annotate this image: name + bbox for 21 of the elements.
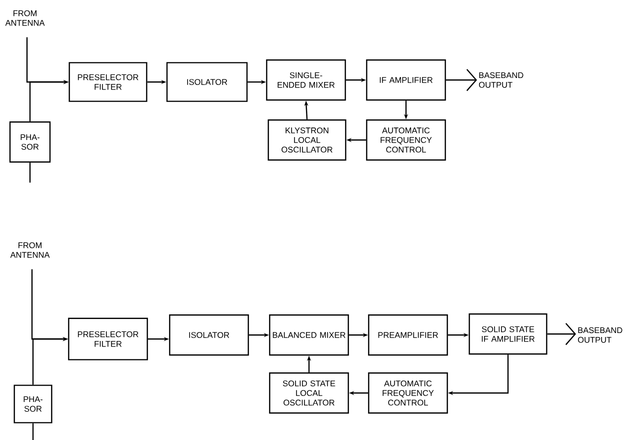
- output-label: BASEBAND OUTPUT: [479, 72, 524, 88]
- block: KLYSTRON LOCAL OSCILLATOR: [268, 119, 346, 161]
- block: SINGLE-ENDED MIXER: [266, 59, 346, 101]
- block: PREAMPLIFIER: [368, 314, 448, 356]
- block: IF AMPLIFIER: [366, 59, 446, 101]
- block: BALANCED MIXER: [269, 314, 349, 356]
- block: AUTOMATIC FREQUENCY CONTROL: [368, 372, 448, 414]
- source-label: FROM ANTENNA: [5, 10, 45, 26]
- block: PHA- SOR: [9, 121, 51, 163]
- block: AUTOMATIC FREQUENCY CONTROL: [366, 119, 446, 161]
- block: PRESELECTOR FILTER: [68, 62, 148, 102]
- block: SOLID STATE LOCAL OSCILLATOR: [269, 372, 349, 414]
- output-label: BASEBAND OUTPUT: [578, 327, 622, 343]
- arrow: [547, 322, 576, 346]
- arrow: [446, 68, 477, 92]
- block: SOLID STATE IF AMPLIFIER: [468, 313, 548, 355]
- block: PHA- SOR: [14, 384, 52, 424]
- source-label: FROM ANTENNA: [10, 242, 50, 258]
- block: ISOLATOR: [166, 62, 248, 102]
- block: PRESELECTOR FILTER: [68, 318, 148, 360]
- block: ISOLATOR: [169, 314, 249, 356]
